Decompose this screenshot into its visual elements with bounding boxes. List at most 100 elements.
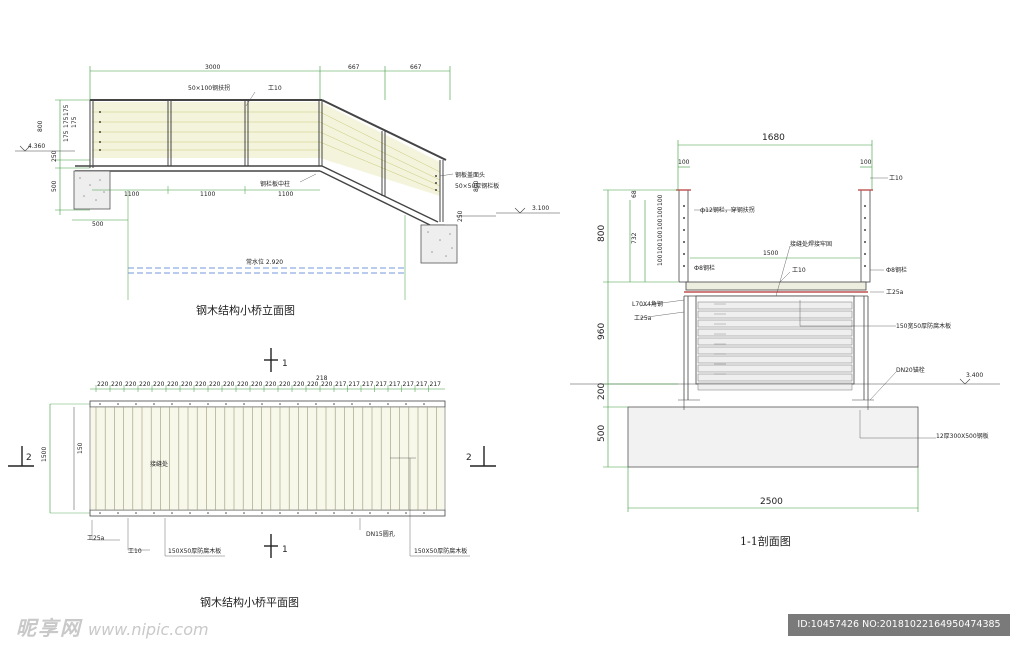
- deck-bolt: [315, 512, 317, 514]
- section-foundation: [627, 406, 919, 468]
- section-view: 1680 100 100 1500: [570, 133, 1000, 548]
- plan-dim-label: 220: [167, 381, 179, 388]
- dim-200: 200: [597, 383, 607, 400]
- label-angle: L70X4角钢: [632, 300, 663, 308]
- section-board: [697, 364, 853, 373]
- deck-bolt: [99, 403, 101, 405]
- dim-1500-inner: 1500: [763, 250, 778, 257]
- label-i10-mid: 工10: [792, 267, 806, 274]
- section-board: [697, 319, 853, 328]
- dim-218: 218: [316, 375, 328, 382]
- section-mark-right-label: 2: [466, 453, 472, 463]
- span-1100a: 1100: [124, 191, 139, 198]
- dim-top-a: 3000: [205, 64, 220, 71]
- deck-bolt: [423, 403, 425, 405]
- water-level-label: 常水位 2.920: [246, 258, 283, 266]
- dim-base-500: 500: [92, 221, 104, 228]
- plan-dim-label: 217: [362, 381, 374, 388]
- dim-1680: 1680: [762, 133, 785, 143]
- plan-dim-label: 217: [335, 381, 347, 388]
- plan-dim-label: 220: [265, 381, 277, 388]
- section-board: [697, 310, 853, 319]
- deck-bolt: [243, 403, 245, 405]
- right-800: 800: [473, 180, 480, 192]
- deck-bolt: [135, 403, 137, 405]
- plan-dim-label: 220: [307, 381, 319, 388]
- span-1100b: 1100: [200, 191, 215, 198]
- section-posts: [676, 189, 873, 283]
- dim-top-b: 667: [348, 64, 360, 71]
- dim-small-c: 175: [63, 104, 70, 116]
- section-level-label: 3.400: [966, 372, 983, 379]
- label-i25a-right: 工25a: [886, 289, 904, 296]
- section-mark-left-label: 2: [26, 453, 32, 463]
- dim-height-500: 500: [51, 180, 58, 192]
- section-board: [697, 337, 853, 346]
- section-title: 1-1剖面图: [740, 534, 791, 548]
- plan-dim-label: 220: [237, 381, 249, 388]
- plan-leaders: [91, 457, 470, 557]
- dim-960: 960: [597, 323, 607, 340]
- section-board: [697, 328, 853, 337]
- level-left: 4.360: [28, 143, 45, 150]
- plan-dim-label: 217: [389, 381, 401, 388]
- deck-bolt: [225, 403, 227, 405]
- deck-bolt: [117, 403, 119, 405]
- section-bar-spacing-label: 100: [657, 254, 664, 266]
- watermark-url: www.nipic.com: [88, 620, 209, 639]
- section-mark-top-label: 1: [282, 359, 288, 369]
- deck-bolt: [315, 403, 317, 405]
- plan-dim-label: 220: [139, 381, 151, 388]
- dim-2500: 2500: [760, 497, 783, 507]
- plan-title: 钢木结构小桥平面图: [200, 595, 299, 609]
- section-mark-left: [8, 446, 34, 467]
- dim-top-c: 667: [410, 64, 422, 71]
- section-board: [697, 355, 853, 364]
- bolt-markers: [99, 111, 437, 191]
- post-250: 250: [457, 210, 464, 222]
- plan-dim-label: 220: [321, 381, 333, 388]
- watermark-site: 昵享网: [16, 616, 82, 640]
- rail-infill: [92, 102, 441, 196]
- deck-bolt: [333, 403, 335, 405]
- deck-bolt: [369, 512, 371, 514]
- deck-bolt: [279, 512, 281, 514]
- deck-bolt: [153, 403, 155, 405]
- plan-dim-label: 220: [153, 381, 165, 388]
- section-rail-bolts: [683, 205, 866, 267]
- deck-bolt: [351, 512, 353, 514]
- dim-small-b: 175: [63, 130, 70, 142]
- dim-small-d: 175: [71, 116, 78, 128]
- deck-bolt: [351, 403, 353, 405]
- plan-label-pipe: DN15圆孔: [366, 530, 395, 538]
- level-right: 3.100: [532, 205, 549, 212]
- level-markers: [15, 145, 560, 217]
- section-bar-spacing-label: 100: [657, 194, 664, 206]
- deck-bolt: [99, 512, 101, 514]
- dim-732: 732: [631, 232, 638, 244]
- deck-bolt: [171, 403, 173, 405]
- dim-small-e: 250: [51, 150, 58, 162]
- plan-dim-label: 220: [293, 381, 305, 388]
- deck-bolt: [189, 512, 191, 514]
- deck-bolt: [279, 403, 281, 405]
- deck-bolt: [297, 403, 299, 405]
- plan-dim-label: 217: [416, 381, 428, 388]
- deck-bolt: [117, 512, 119, 514]
- elevation-title: 钢木结构小桥立面图: [196, 303, 295, 317]
- plan-dim-label: 217: [349, 381, 361, 388]
- plan-label-board-left: 150X50厚防腐木板: [168, 547, 221, 555]
- plan-dim-label: 220: [97, 381, 109, 388]
- deck-bolt: [189, 403, 191, 405]
- section-anchors: [678, 399, 874, 410]
- plan-label-left-b: 工10: [128, 548, 142, 555]
- label-bolt: DN20锚栓: [896, 366, 925, 374]
- plan-dim-label: 217: [376, 381, 388, 388]
- deck-bolt: [207, 403, 209, 405]
- elevation-view: 3000 667 667 800 500 500 175 175 175 175…: [15, 64, 560, 317]
- deck-bolt: [207, 512, 209, 514]
